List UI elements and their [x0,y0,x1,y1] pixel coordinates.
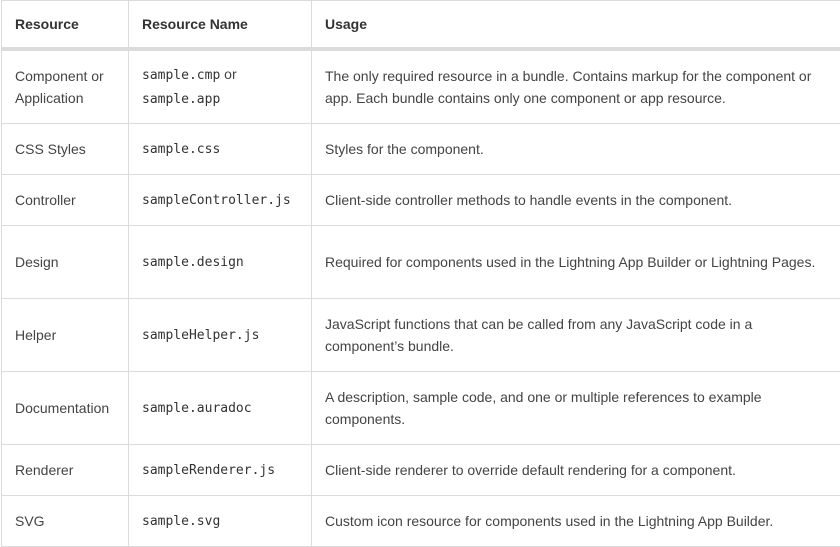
usage-cell: Required for components used in the Ligh… [311,225,840,299]
header-resource-name: Resource Name [128,0,312,51]
usage-cell: Custom icon resource for components used… [311,495,840,547]
resource-cell: Helper [1,298,129,372]
resource-cell: Design [1,225,129,299]
resource-cell: Component or Application [1,48,129,124]
file-name: sample.svg [142,514,221,529]
resource-name-cell: sample.svg [128,495,312,547]
header-usage: Usage [311,0,840,51]
resource-name-cell: sample.design [128,225,312,299]
resource-name-cell: sampleHelper.js [128,298,312,372]
resource-name-cell: sample.cmp or sample.app [128,48,312,124]
resource-cell: CSS Styles [1,123,129,175]
table-row: Renderer sampleRenderer.js Client-side r… [1,444,840,496]
usage-cell: The only required resource in a bundle. … [311,48,840,124]
table-row: CSS Styles sample.css Styles for the com… [1,123,840,175]
usage-cell: Styles for the component. [311,123,840,175]
resource-name-cell: sample.auradoc [128,371,312,445]
file-name: sample.app [142,92,221,107]
resource-name-cell: sample.css [128,123,312,175]
resource-cell: Renderer [1,444,129,496]
table-row: SVG sample.svg Custom icon resource for … [1,495,840,547]
table-row: Controller sampleController.js Client-si… [1,174,840,226]
usage-cell: Client-side controller methods to handle… [311,174,840,226]
file-name: sampleRenderer.js [142,463,276,478]
table-row: Component or Application sample.cmp or s… [1,48,840,124]
resource-cell: Controller [1,174,129,226]
file-name: sample.design [142,255,244,270]
file-name: sample.css [142,142,221,157]
header-resource: Resource [1,0,129,51]
usage-cell: A description, sample code, and one or m… [311,371,840,445]
resource-name-cell: sampleController.js [128,174,312,226]
table-row: Documentation sample.auradoc A descripti… [1,371,840,445]
resource-cell: Documentation [1,371,129,445]
header-row: Resource Resource Name Usage [1,0,840,51]
table-row: Design sample.design Required for compon… [1,225,840,299]
usage-cell: JavaScript functions that can be called … [311,298,840,372]
resource-cell: SVG [1,495,129,547]
table-row: Helper sampleHelper.js JavaScript functi… [1,298,840,372]
file-name: sample.auradoc [142,401,252,416]
file-name: sampleHelper.js [142,328,260,343]
resource-name-cell: sampleRenderer.js [128,444,312,496]
file-name: sampleController.js [142,193,291,208]
usage-cell: Client-side renderer to override default… [311,444,840,496]
file-name: sample.cmp [142,68,221,83]
